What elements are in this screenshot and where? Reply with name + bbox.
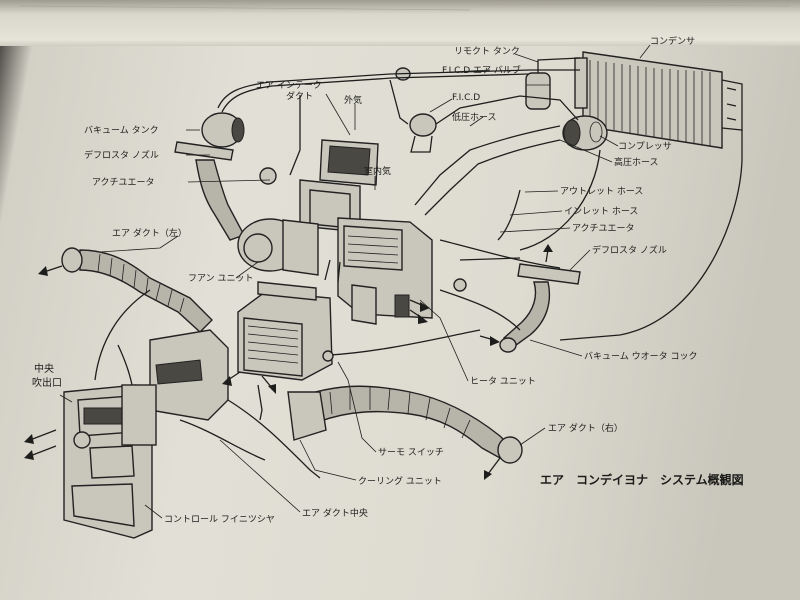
defroster-nozzle-right-drawing (499, 263, 581, 353)
label-outside-air: 外気 (344, 94, 362, 106)
misc-wiring (94, 167, 561, 479)
label-outlet-hose: アウトレット ホース (560, 186, 643, 197)
label-air-duct-right: エア ダクト（右） (548, 422, 623, 434)
label-actuator-left: アクチユエータ (92, 177, 155, 188)
air-duct-right-drawing (287, 385, 523, 464)
label-vacuum-water-cock: バキューム ウオータ コック (584, 351, 697, 362)
fan-unit-drawing (237, 218, 319, 276)
ficd-valve-drawing (395, 67, 437, 153)
label-ficd: F.I.C.D (452, 93, 480, 103)
label-fan-unit: フアン ユニット (188, 274, 254, 284)
airflow-arrows (24, 244, 553, 480)
heater-unit-drawing (337, 217, 433, 325)
facing-page-edge (0, 0, 800, 46)
refrigerant-lines (217, 69, 743, 341)
label-actuator-right: アクチユエータ (572, 223, 635, 234)
label-control-finisher: コントロール フイニツシヤ (164, 515, 275, 525)
defroster-nozzle-left-drawing (174, 141, 245, 241)
label-air-intake-duct-2: ダクト (286, 90, 313, 102)
label-air-duct-center: エア ダクト中央 (302, 507, 368, 519)
label-vacuum-tank: バキューム タンク (84, 125, 159, 136)
label-inside-air: 室内気 (364, 165, 391, 177)
cooling-unit-drawing (237, 281, 333, 381)
label-air-intake-duct-1: エア インテーク (256, 80, 322, 91)
label-inlet-hose: インレット ホース (564, 206, 638, 217)
label-thermo-switch: サーモ スイッチ (378, 447, 444, 458)
label-resonator-tank: リモクト タンク (454, 46, 520, 57)
control-finisher-drawing (63, 384, 157, 539)
label-center-outlet-1: 中央 (34, 362, 54, 375)
label-center-outlet-2: 吹出口 (32, 376, 62, 389)
receiver-tank-drawing (525, 57, 581, 110)
vacuum-tank-drawing (201, 112, 245, 148)
label-defroster-nozzle-left: デフロスタ ノズル (84, 149, 159, 161)
label-condenser: コンデンサ (650, 35, 695, 47)
label-heater-unit: ヒータ ユニット (470, 376, 536, 387)
label-compressor: コンプレッサ (618, 141, 672, 152)
label-air-duct-left: エア ダクト（左） (112, 227, 187, 239)
leader-lines (59, 44, 651, 519)
label-defroster-nozzle-right: デフロスタ ノズル (592, 244, 667, 256)
label-high-pressure-hose: 高圧ホース (614, 156, 659, 168)
compressor-drawing (562, 115, 608, 151)
air-duct-left-drawing (61, 247, 213, 333)
label-low-pressure-hose: 低圧ホース (452, 111, 497, 123)
diagram-title: エア コンデイヨナ システム概観図 (540, 472, 744, 487)
label-cooling-unit: クーリング ユニット (358, 475, 442, 487)
center-duct-drawing (149, 329, 229, 421)
label-ficd-air-valve: F.I.C.D エア バルブ (442, 64, 521, 76)
facing-page-lines (19, 3, 791, 11)
